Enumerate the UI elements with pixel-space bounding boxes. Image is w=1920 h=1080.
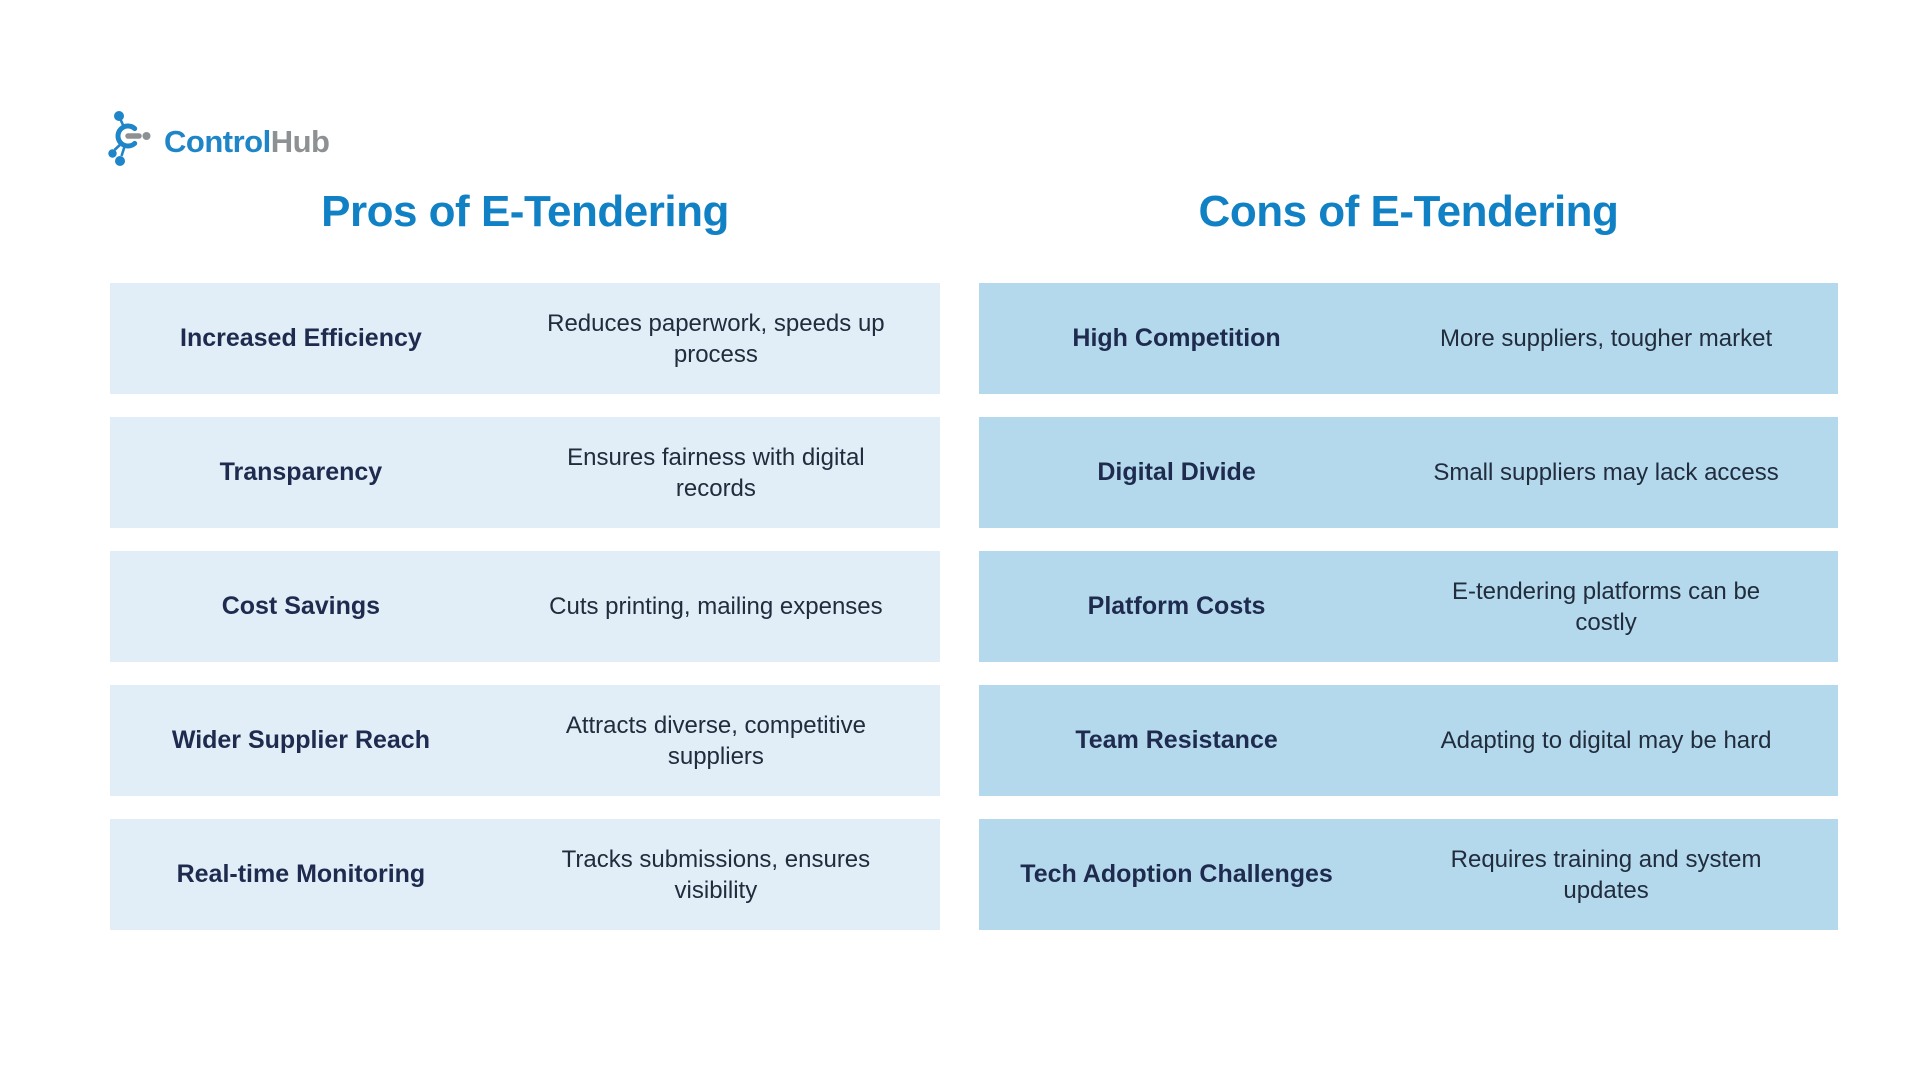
cons-row-digital-divide: Digital Divide Small suppliers may lack …: [979, 417, 1838, 528]
row-description-wrap: More suppliers, tougher market: [1374, 323, 1838, 354]
pros-row-transparency: Transparency Ensures fairness with digit…: [110, 417, 940, 528]
row-description-wrap: Small suppliers may lack access: [1374, 457, 1838, 488]
row-term: High Competition: [1072, 324, 1281, 352]
row-term: Cost Savings: [221, 592, 381, 620]
cons-row-team-resistance: Team Resistance Adapting to digital may …: [979, 685, 1838, 796]
cons-row-platform-costs: Platform Costs E-tendering platforms can…: [979, 551, 1838, 662]
row-description: Ensures fairness with digital records: [567, 443, 865, 502]
pros-column: Pros of E-Tendering Increased Efficiency…: [110, 185, 940, 953]
row-term: Real-time Monitoring: [176, 860, 426, 888]
row-description: Adapting to digital may be hard: [1440, 727, 1772, 754]
row-description-wrap: Reduces paperwork, speeds up process: [492, 308, 940, 370]
row-description: Attracts diverse, competitive suppliers: [565, 711, 866, 770]
row-description: Requires training and system updates: [1450, 845, 1762, 904]
row-description-wrap: Ensures fairness with digital records: [492, 442, 940, 504]
row-term: Tech Adoption Challenges: [1020, 860, 1333, 888]
pros-row-increased-efficiency: Increased Efficiency Reduces paperwork, …: [110, 283, 940, 394]
pros-row-wider-supplier-reach: Wider Supplier Reach Attracts diverse, c…: [110, 685, 940, 796]
row-description: Cuts printing, mailing expenses: [549, 593, 883, 620]
cons-column: Cons of E-Tendering High Competition Mor…: [979, 185, 1838, 953]
row-term: Wider Supplier Reach: [171, 726, 430, 754]
cons-row-tech-adoption-challenges: Tech Adoption Challenges Requires traini…: [979, 819, 1838, 930]
row-description: E-tendering platforms can be costly: [1451, 577, 1761, 636]
controlhub-logo: ControlHub: [108, 108, 330, 170]
row-term: Digital Divide: [1097, 458, 1256, 486]
row-term: Team Resistance: [1075, 726, 1278, 754]
row-term: Platform Costs: [1087, 592, 1266, 620]
pros-row-cost-savings: Cost Savings Cuts printing, mailing expe…: [110, 551, 940, 662]
row-term: Transparency: [219, 458, 383, 486]
molecule-network-icon: [108, 111, 151, 166]
row-description-wrap: Cuts printing, mailing expenses: [492, 591, 940, 622]
row-description-wrap: Requires training and system updates: [1374, 844, 1838, 906]
row-description: Tracks submissions, ensures visibility: [561, 845, 871, 904]
row-description: More suppliers, tougher market: [1439, 325, 1773, 352]
cons-column-title: Cons of E-Tendering: [1198, 187, 1619, 236]
controlhub-wordmark: ControlHub: [164, 122, 330, 159]
brand-name-secondary: Hub: [270, 123, 330, 159]
row-description: Reduces paperwork, speeds up process: [547, 309, 885, 368]
brand-name-primary: Control: [164, 123, 271, 159]
pros-row-real-time-monitoring: Real-time Monitoring Tracks submissions,…: [110, 819, 940, 930]
row-description: Small suppliers may lack access: [1433, 459, 1779, 486]
row-term: Increased Efficiency: [180, 324, 422, 352]
pros-column-title: Pros of E-Tendering: [321, 187, 729, 236]
cons-row-high-competition: High Competition More suppliers, tougher…: [979, 283, 1838, 394]
row-description-wrap: E-tendering platforms can be costly: [1374, 576, 1838, 638]
row-description-wrap: Tracks submissions, ensures visibility: [492, 844, 940, 906]
row-description-wrap: Adapting to digital may be hard: [1374, 725, 1838, 756]
row-description-wrap: Attracts diverse, competitive suppliers: [492, 710, 940, 772]
